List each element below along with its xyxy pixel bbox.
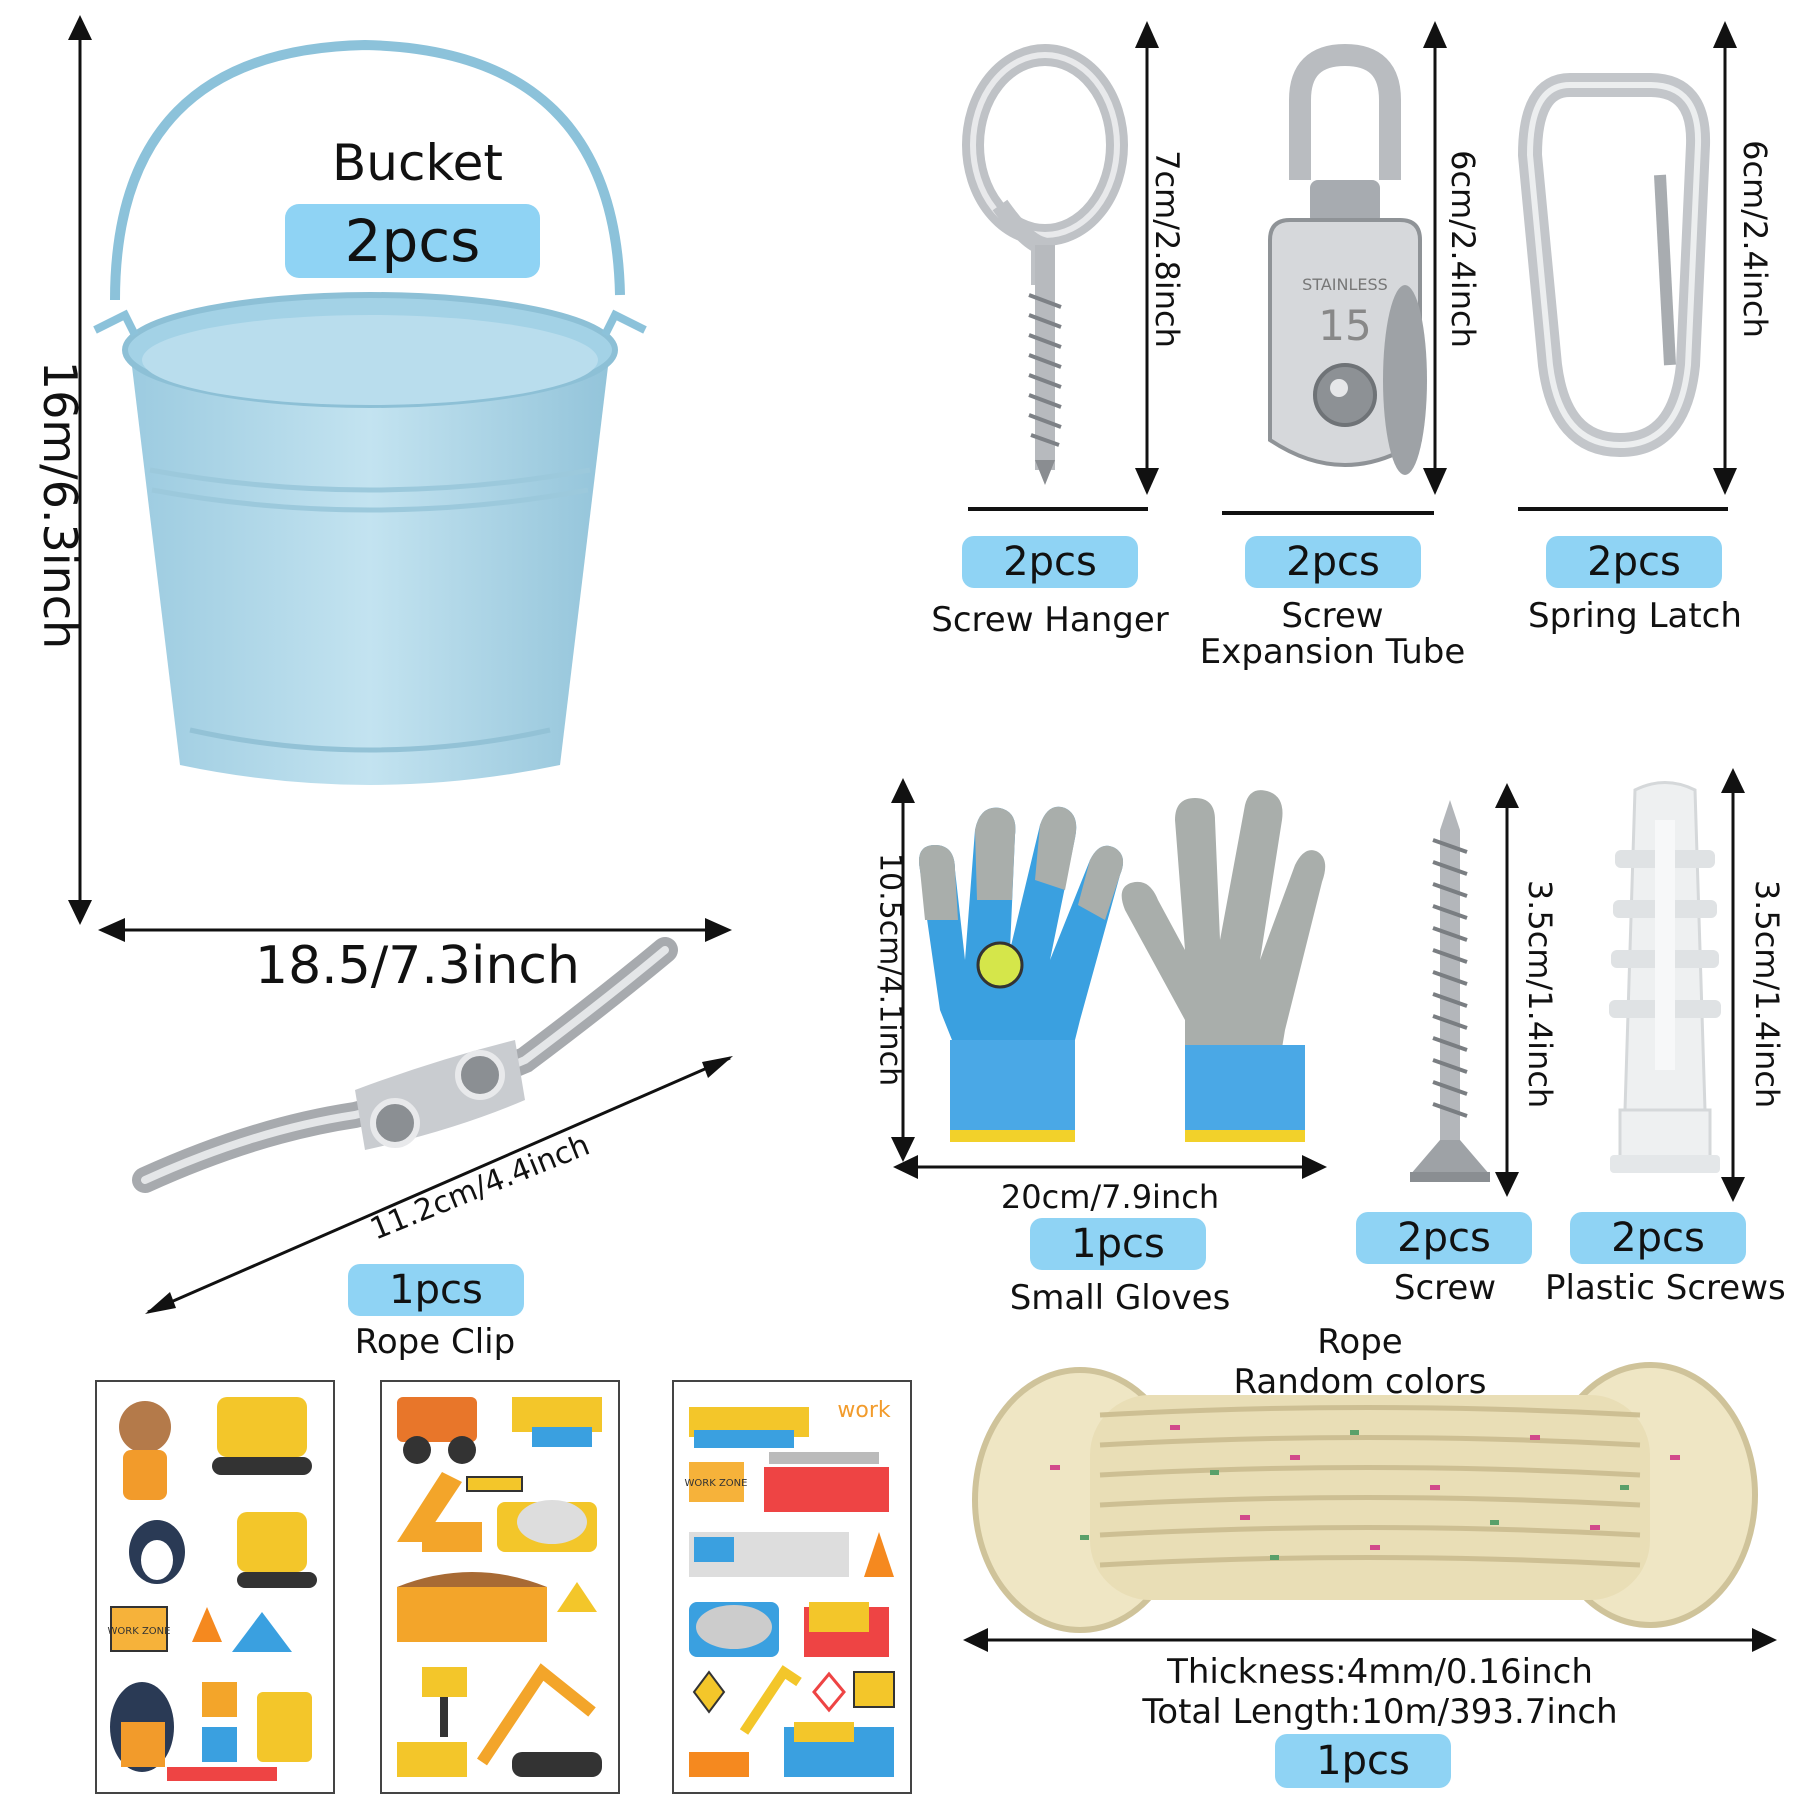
rope-length-arrow (963, 1628, 1777, 1652)
gloves-image (919, 790, 1326, 1142)
rope-clip-image (132, 937, 678, 1193)
gloves-name: Small Gloves (1009, 1278, 1231, 1318)
expansion-tube-dim: 6cm/2.4inch (1444, 150, 1482, 348)
engraving-text: STAINLESS (1302, 275, 1388, 294)
gloves-height-dim: 10.5cm/4.1inch (872, 852, 908, 1087)
plastic-screws-arrow (1721, 768, 1745, 1202)
screw-name: Screw (1393, 1268, 1497, 1308)
sticker-sheet-3: work WORK ZONE (672, 1380, 912, 1794)
screw-qty-badge: 2pcs (1356, 1212, 1532, 1264)
screw-hanger-qty-badge: 2pcs (962, 536, 1138, 588)
screw-dim: 3.5cm/1.4inch (1521, 879, 1559, 1109)
engraving-num: 15 (1318, 301, 1371, 350)
sticker-sheet-3-art: work WORK ZONE (685, 1398, 895, 1777)
screw-hanger-name: Screw Hanger (931, 600, 1169, 640)
sticker-sheet-1-sign: WORK ZONE (108, 1626, 171, 1637)
spring-latch-arrow (1713, 21, 1737, 495)
screw-hanger-image (962, 44, 1128, 485)
plastic-screws-image (1609, 781, 1721, 1173)
expansion-tube-arrow (1423, 21, 1447, 495)
bucket-width-arrow (98, 918, 732, 942)
sticker-sheet-3-sign: WORK ZONE (685, 1478, 748, 1489)
spring-latch-qty-badge: 2pcs (1546, 536, 1722, 588)
rope-image (972, 1362, 1758, 1633)
rope-clip-qty-badge: 1pcs (348, 1264, 524, 1316)
gloves-qty-badge: 1pcs (1030, 1218, 1206, 1270)
expansion-tube-name-1: Screw (1281, 596, 1384, 636)
bucket-image (93, 39, 647, 785)
expansion-tube-qty-badge: 2pcs (1245, 536, 1421, 588)
bucket-width-label: 18.5/7.3inch (255, 936, 580, 996)
expansion-tube-divider (1222, 511, 1434, 515)
gloves-width-dim: 20cm/7.9inch (1000, 1178, 1220, 1216)
bucket-height-arrow (68, 15, 92, 925)
spring-latch-dim: 6cm/2.4inch (1736, 140, 1774, 338)
rope-clip-arrow (145, 1056, 733, 1314)
gloves-width-arrow (893, 1155, 1327, 1179)
spring-latch-image (1517, 73, 1711, 458)
sticker-sheet-2-art (397, 1397, 602, 1777)
bucket-height-label: 16m/6.3inch (33, 360, 87, 650)
rope-clip-name: Rope Clip (354, 1322, 516, 1362)
bucket-qty-badge: 2pcs (285, 204, 540, 278)
spring-latch-divider (1518, 507, 1728, 511)
expansion-tube-image: STAINLESS 15 (1268, 43, 1427, 475)
gloves-height-arrow (891, 778, 915, 1162)
expansion-tube-name-2: Expansion Tube (1199, 632, 1466, 672)
sticker-sheet-1-art: WORK ZONE (108, 1397, 317, 1781)
sticker-sheet-3-word: work (837, 1398, 890, 1423)
rope-name-1: Rope (1317, 1322, 1403, 1362)
screw-hanger-divider (968, 507, 1148, 511)
rope-thickness: Thickness:4mm/0.16inch (1167, 1652, 1593, 1692)
screw-hanger-dim: 7cm/2.8inch (1148, 150, 1186, 348)
screw-image (1410, 800, 1490, 1182)
rope-qty-badge: 1pcs (1275, 1734, 1451, 1788)
plastic-screws-dim: 3.5cm/1.4inch (1748, 879, 1786, 1109)
spring-latch-name: Spring Latch (1528, 596, 1742, 636)
plastic-screws-name: Plastic Screws (1545, 1268, 1786, 1308)
plastic-screws-qty-badge: 2pcs (1570, 1212, 1746, 1264)
screw-arrow (1495, 783, 1519, 1197)
screw-hanger-arrow (1135, 21, 1159, 495)
sticker-sheet-1: WORK ZONE (95, 1380, 335, 1794)
sticker-sheet-2 (380, 1380, 620, 1794)
rope-length: Total Length:10m/393.7inch (1142, 1692, 1618, 1732)
bucket-name: Bucket (331, 134, 504, 192)
